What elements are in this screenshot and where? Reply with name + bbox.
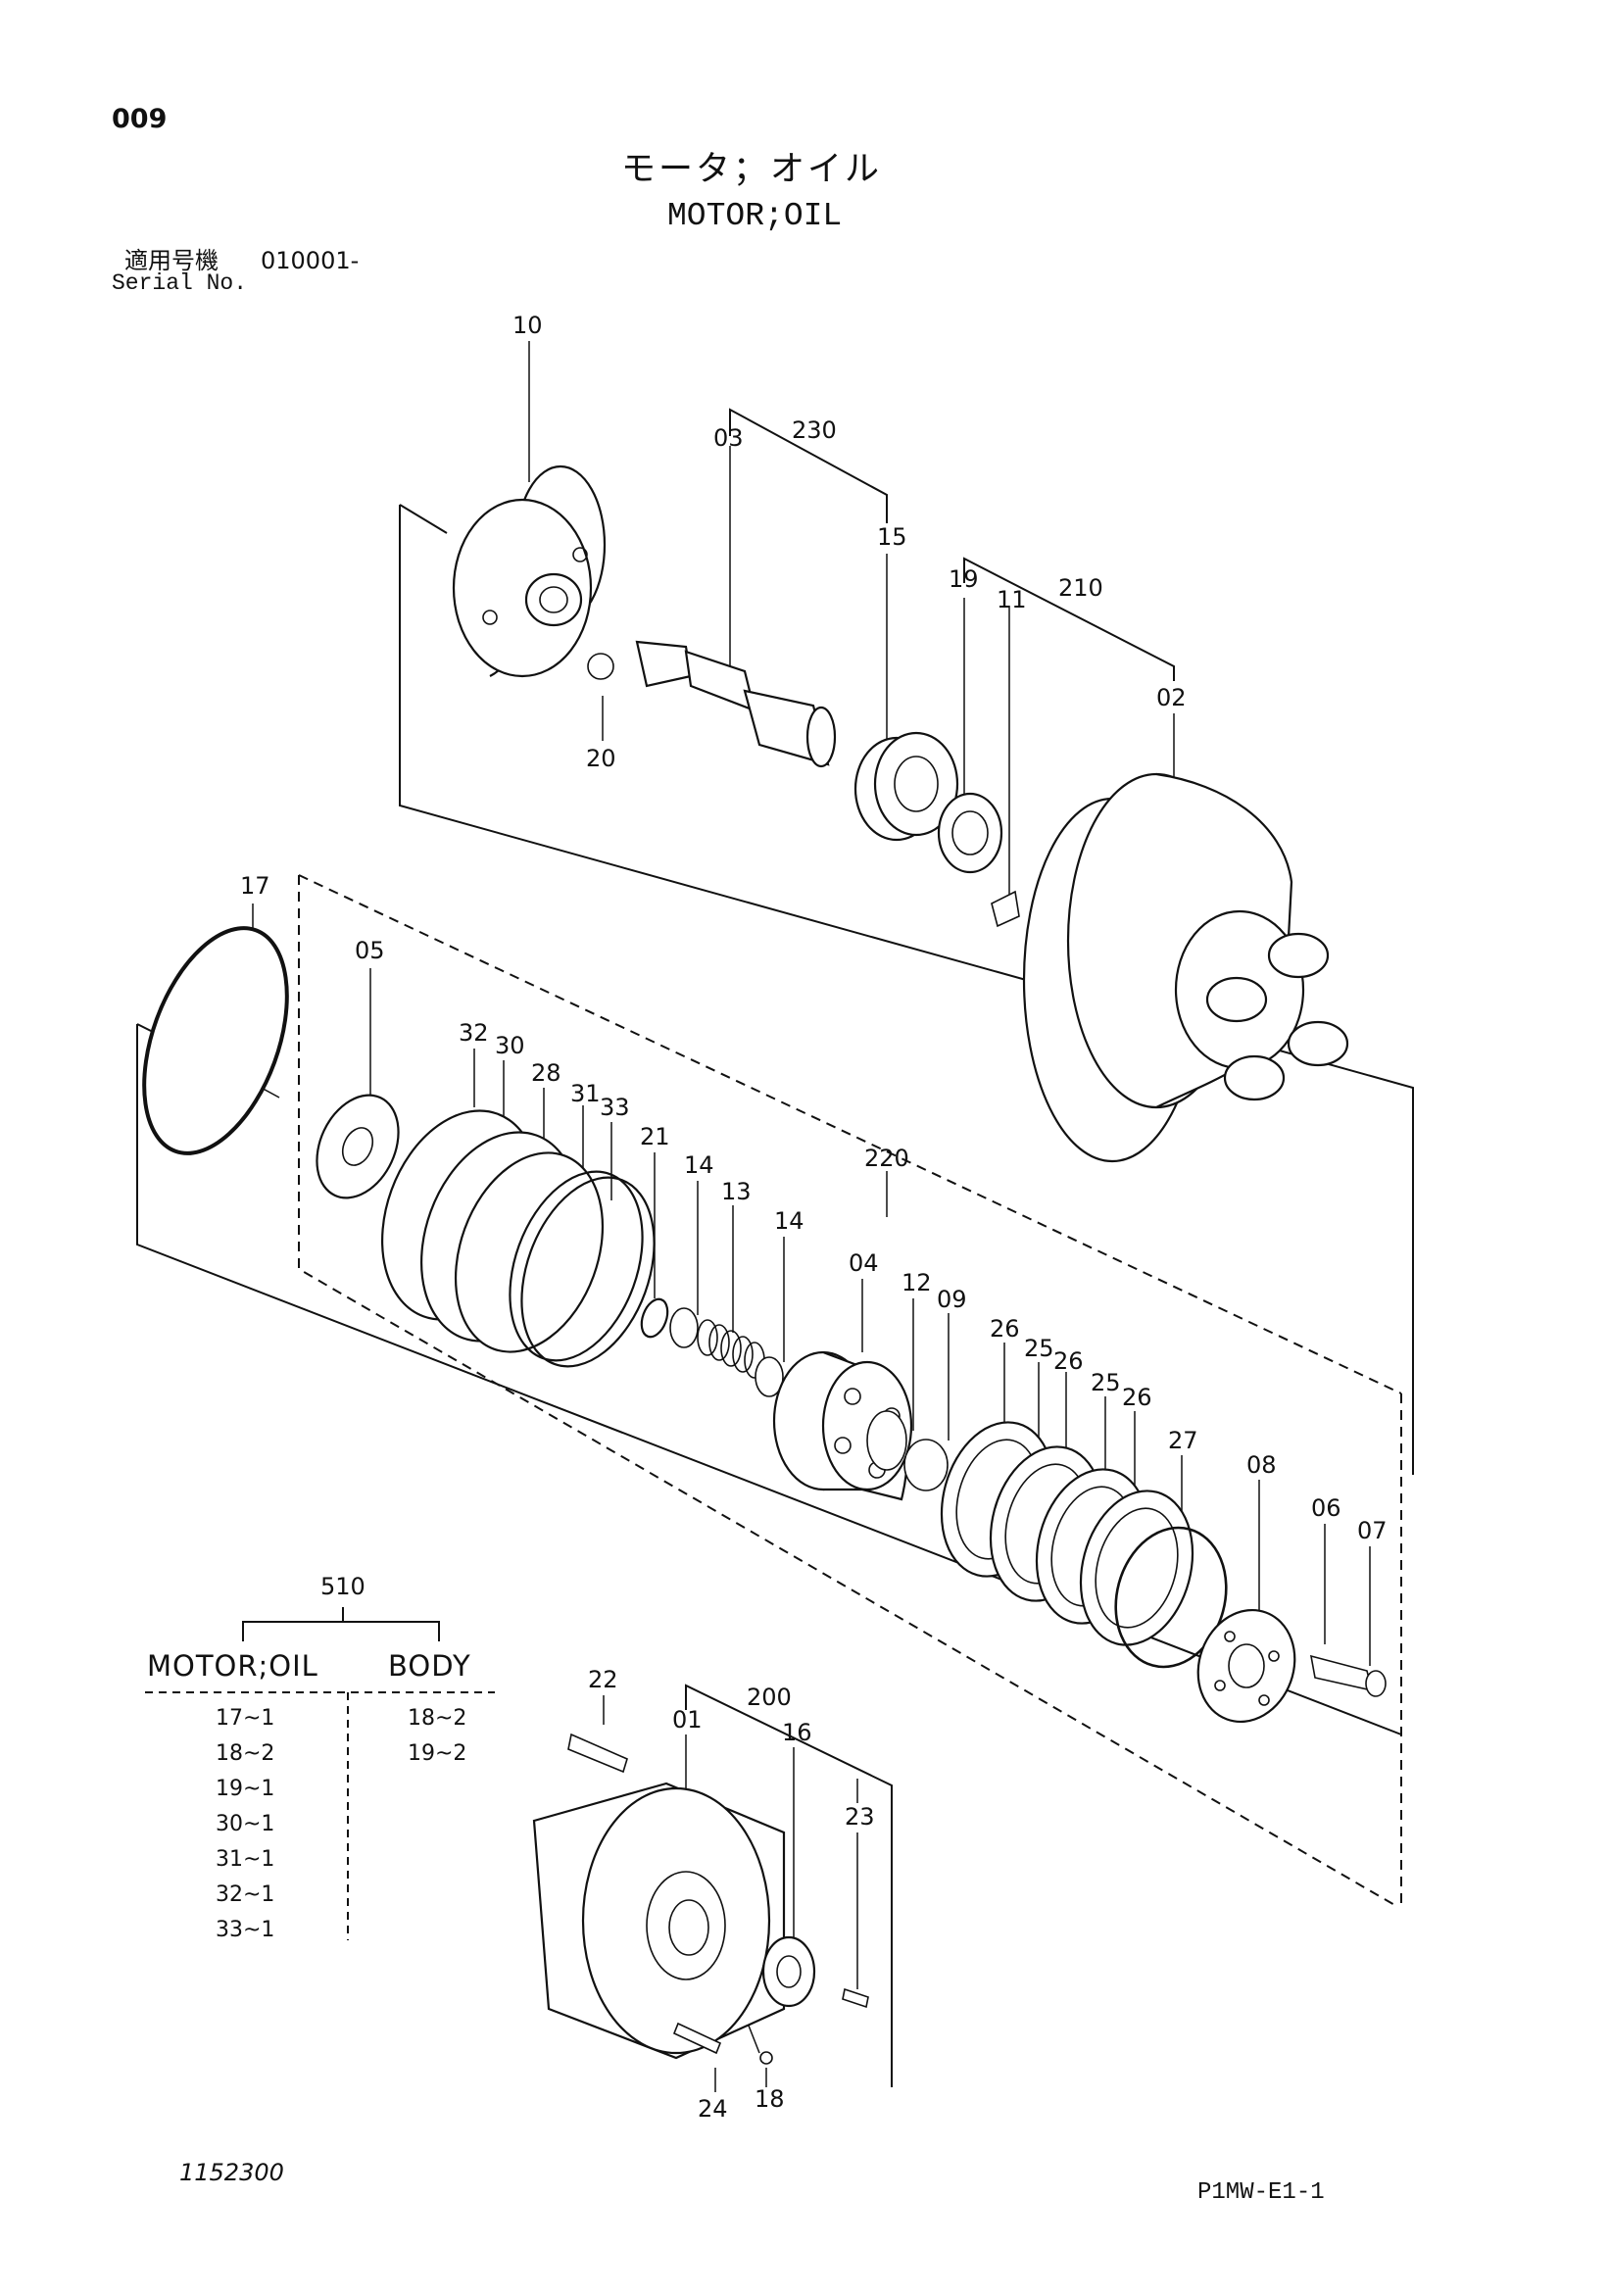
label-03: 03	[713, 424, 744, 452]
label-33: 33	[600, 1094, 630, 1121]
label-01: 01	[672, 1706, 703, 1734]
part-06-pin	[1309, 1654, 1374, 1692]
part-27-ring	[1114, 1526, 1228, 1669]
part-15-bearing	[853, 731, 959, 842]
part-08-plate	[1196, 1608, 1296, 1724]
title-japanese: モータ；オイル	[621, 150, 883, 189]
label-12: 12	[901, 1269, 932, 1296]
serial-label-japanese: 適用号機	[124, 247, 219, 274]
label-220: 220	[864, 1145, 909, 1172]
label-17: 17	[240, 872, 270, 900]
label-14a: 14	[684, 1151, 714, 1179]
label-07: 07	[1357, 1517, 1388, 1544]
kit-body-1: 19~2	[408, 1741, 466, 1766]
part-17-o-ring	[142, 926, 289, 1155]
part-18-ball	[759, 2051, 773, 2065]
part-05-plate	[316, 1094, 400, 1199]
label-06: 06	[1311, 1494, 1341, 1522]
label-13: 13	[721, 1178, 752, 1205]
part-01-body	[532, 1782, 786, 2060]
part-labels: 10 230 03 15 19 11 210 02 20 17 05 32 30…	[240, 312, 1388, 2123]
part-26-25-friction-plates	[940, 1421, 1194, 1646]
part-24-pin	[672, 2022, 722, 2055]
serial-value: 010001-	[261, 247, 360, 274]
part-22-bolt	[567, 1733, 628, 1774]
document-code: P1MW-E1-1	[1197, 2179, 1325, 2206]
label-210: 210	[1058, 574, 1103, 602]
label-28: 28	[531, 1059, 561, 1087]
label-27: 27	[1168, 1427, 1198, 1454]
part-31-33-rings	[509, 1170, 656, 1368]
part-04-cylinder-block	[772, 1350, 913, 1501]
label-26b: 26	[1053, 1347, 1084, 1375]
part-02-housing	[1022, 772, 1349, 1163]
part-09-ball-guide	[903, 1439, 949, 1491]
label-14b: 14	[774, 1207, 804, 1235]
label-26c: 26	[1122, 1384, 1152, 1411]
part-19-seal	[937, 792, 1003, 874]
label-11: 11	[997, 586, 1027, 613]
label-02: 02	[1156, 684, 1187, 711]
part-10-cover	[452, 464, 607, 678]
part-32-30-28-rings	[381, 1109, 605, 1353]
label-15: 15	[877, 523, 907, 551]
label-24: 24	[698, 2095, 728, 2123]
label-05: 05	[355, 937, 385, 964]
kit-column-body: BODY	[388, 1649, 471, 1683]
kit-motor-oil-5: 32~1	[216, 1882, 274, 1907]
page-number: 009	[112, 104, 168, 134]
kit-motor-oil-6: 33~1	[216, 1918, 274, 1942]
label-08: 08	[1246, 1451, 1277, 1479]
kit-motor-oil-2: 19~1	[216, 1777, 274, 1801]
label-200: 200	[747, 1684, 792, 1711]
label-20: 20	[586, 745, 616, 772]
label-32: 32	[459, 1019, 489, 1047]
label-25b: 25	[1091, 1369, 1121, 1396]
kit-motor-oil-0: 17~1	[216, 1706, 274, 1731]
label-18: 18	[755, 2085, 785, 2113]
label-31: 31	[570, 1080, 601, 1107]
label-22: 22	[588, 1666, 618, 1693]
part-drawings	[142, 464, 1387, 2065]
label-230: 230	[792, 416, 837, 444]
part-21-snap-ring	[640, 1297, 669, 1339]
part-07-plug	[1365, 1670, 1387, 1697]
kit-body-0: 18~2	[408, 1706, 466, 1731]
part-03-shaft	[635, 640, 837, 768]
part-12-spline	[866, 1410, 907, 1471]
part-14-washer-b	[755, 1356, 784, 1397]
label-04: 04	[849, 1249, 879, 1277]
label-23: 23	[845, 1803, 875, 1831]
label-09: 09	[937, 1286, 967, 1313]
part-16-bearing	[761, 1935, 816, 2008]
label-10: 10	[512, 312, 543, 339]
kit-number: 510	[320, 1573, 365, 1600]
label-26a: 26	[990, 1315, 1020, 1343]
label-25a: 25	[1024, 1335, 1054, 1362]
label-30: 30	[495, 1032, 525, 1059]
part-11-plug	[991, 890, 1020, 928]
kit-motor-oil-4: 31~1	[216, 1847, 274, 1872]
label-19: 19	[949, 565, 979, 593]
kit-motor-oil-3: 30~1	[216, 1812, 274, 1836]
drawing-number: 1152300	[179, 2159, 284, 2186]
kit-column-motor-oil: MOTOR;OIL	[147, 1649, 318, 1683]
part-14-washer-a	[669, 1307, 699, 1348]
part-13-spring	[697, 1319, 765, 1379]
part-23-pin	[842, 1987, 869, 2009]
serial-label-english: Serial No.	[112, 270, 248, 296]
part-20-ball	[587, 653, 614, 680]
title-english: MOTOR;OIL	[667, 198, 843, 234]
kit-table: 510 MOTOR;OIL BODY 17~1 18~2 19~1 30~1 3…	[145, 1573, 495, 1942]
kit-motor-oil-1: 18~2	[216, 1741, 274, 1766]
label-21: 21	[640, 1123, 670, 1150]
label-16: 16	[782, 1719, 812, 1746]
